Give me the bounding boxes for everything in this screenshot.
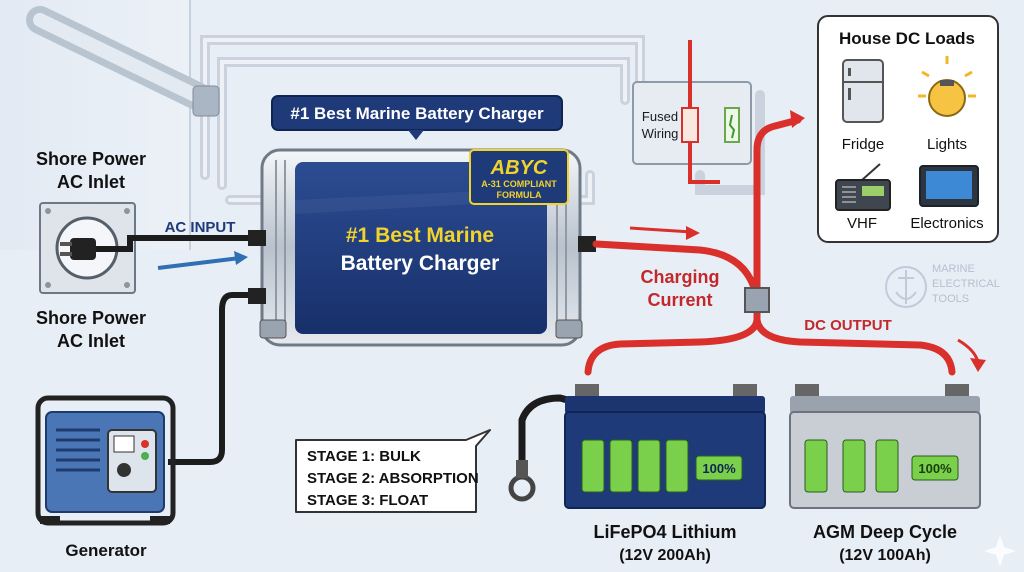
abyc-line2: FORMULA	[497, 190, 542, 200]
abyc-logo: ABYC	[490, 157, 548, 179]
generator-label: Generator	[65, 541, 147, 560]
house-dc-loads-panel: House DC Loads Fridge Lights	[817, 15, 999, 243]
banner-title: #1 Best Marine Battery Charger	[290, 104, 544, 123]
load-fridge-label: Fridge	[842, 136, 885, 153]
title-banner: #1 Best Marine Battery Charger	[271, 95, 563, 140]
battery-charger: #1 Best Marine Battery Charger ABYC A-31…	[248, 148, 596, 347]
fridge-icon	[842, 59, 884, 123]
load-vhf-label: VHF	[847, 215, 877, 232]
load-lights-label: Lights	[927, 136, 967, 153]
house-loads-title: House DC Loads	[839, 29, 975, 48]
agm-name: AGM Deep Cycle	[813, 522, 957, 542]
fused-label-line1: Fused	[642, 109, 678, 124]
battery-lifepo4: 100% LiFePO4 Lithium (12V 200Ah)	[564, 384, 766, 564]
stages-callout: STAGE 1: BULK STAGE 2: ABSORPTION STAGE …	[295, 429, 491, 513]
ac-input-cable	[96, 235, 262, 252]
negative-cable	[518, 394, 576, 468]
dc-output-label: DC OUTPUT	[804, 317, 892, 334]
watermark-line3: TOOLS	[932, 293, 969, 305]
charging-current-line1: Charging	[641, 267, 720, 287]
generator: Generator	[35, 395, 176, 560]
radio-icon	[835, 163, 891, 211]
shore-label-bottom-2: AC Inlet	[57, 331, 125, 351]
monitor-icon	[919, 165, 979, 207]
lightbulb-icon	[918, 56, 976, 117]
ac-input-label: AC INPUT	[165, 219, 236, 236]
shore-power-inlet: Shore Power AC Inlet Shore Power AC Inle…	[36, 149, 146, 351]
charge-flow-arrow	[629, 226, 693, 234]
watermark-line1: MARINE	[932, 263, 975, 275]
lifepo4-spec: (12V 200Ah)	[619, 547, 711, 564]
lifepo4-name: LiFePO4 Lithium	[593, 522, 736, 542]
cable-junction	[744, 287, 770, 313]
shore-label-bottom-1: Shore Power	[36, 308, 146, 328]
shore-label-top-2: AC Inlet	[57, 172, 125, 192]
fused-wiring-box: Fused Wiring	[632, 40, 752, 184]
generator-cable	[168, 292, 262, 465]
stage-3: STAGE 3: FLOAT	[307, 492, 428, 509]
load-electronics-label: Electronics	[910, 215, 983, 232]
watermark-line2: ELECTRICAL	[932, 278, 1000, 290]
charger-title-line1: #1 Best Marine	[346, 224, 494, 247]
fused-label-line2: Wiring	[642, 126, 679, 141]
charger-title-line2: Battery Charger	[341, 252, 500, 275]
agm-spec: (12V 100Ah)	[839, 547, 931, 564]
sparkle-icon	[984, 535, 1016, 567]
agm-percent: 100%	[918, 461, 952, 476]
abyc-badge: ABYC A-31 COMPLIANT FORMULA	[469, 149, 569, 205]
abyc-line1: A-31 COMPLIANT	[481, 179, 557, 189]
battery-agm: 100% AGM Deep Cycle (12V 100Ah)	[789, 384, 981, 564]
lifepo4-percent: 100%	[702, 461, 736, 476]
charging-current-line2: Current	[647, 290, 712, 310]
shore-label-top-1: Shore Power	[36, 149, 146, 169]
stage-2: STAGE 2: ABSORPTION	[307, 470, 479, 487]
watermark: MARINE ELECTRICAL TOOLS	[885, 263, 1000, 308]
ac-flow-arrow	[157, 256, 241, 270]
stage-1: STAGE 1: BULK	[307, 448, 421, 465]
